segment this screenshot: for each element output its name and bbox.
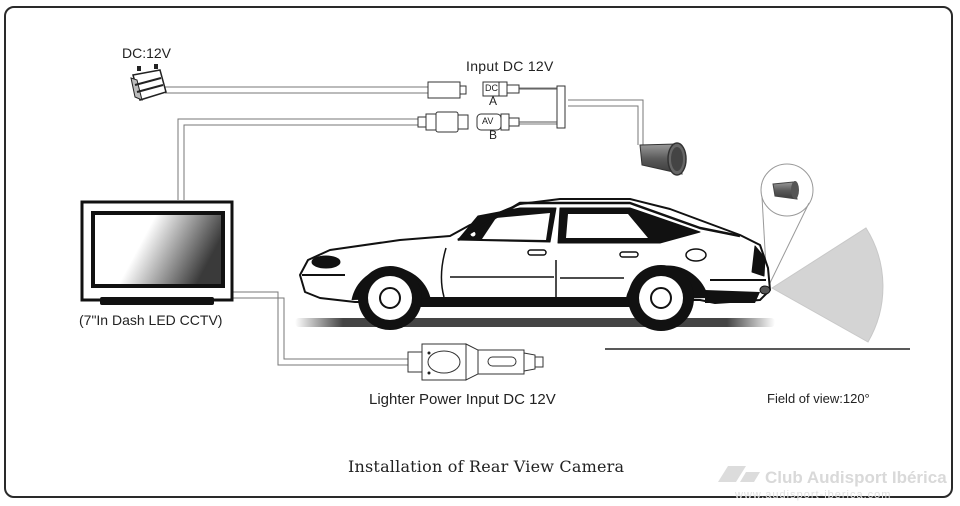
field-of-view-label: Field of view:120° bbox=[767, 391, 870, 406]
camera-icon bbox=[639, 142, 687, 176]
rear-wheel bbox=[628, 265, 694, 331]
lighter-label: Lighter Power Input DC 12V bbox=[369, 391, 556, 408]
watermark-name: Club Audisport Ibérica bbox=[765, 468, 947, 487]
input-dc-label: Input DC 12V bbox=[466, 58, 554, 74]
av-plug-icon bbox=[417, 111, 469, 133]
monitor-label: (7"In Dash LED CCTV) bbox=[79, 312, 223, 328]
battery-label: DC:12V bbox=[122, 45, 172, 61]
cigarette-lighter-plug-icon bbox=[407, 343, 544, 381]
connector-a-tag: DC bbox=[485, 83, 498, 93]
connector-b bbox=[476, 113, 520, 131]
dc-plug-icon bbox=[427, 81, 467, 99]
diagram-title: Installation of Rear View Camera bbox=[348, 457, 625, 476]
wire-battery-to-dc bbox=[165, 86, 428, 94]
watermark-logo-icon bbox=[718, 466, 760, 482]
wire-connectors-to-camera bbox=[518, 87, 644, 145]
connector-a-label: A bbox=[489, 94, 498, 108]
camera-callout bbox=[760, 163, 814, 286]
connector-b-tag: AV bbox=[482, 116, 494, 126]
monitor-icon bbox=[80, 200, 234, 305]
junction-block bbox=[556, 85, 566, 129]
watermark-url: www.audisport-iberica.com bbox=[735, 489, 892, 501]
front-wheel bbox=[358, 266, 422, 330]
diagram-frame bbox=[4, 6, 953, 498]
wire-monitor-to-lighter bbox=[233, 291, 414, 366]
battery-icon bbox=[130, 64, 167, 101]
wire-monitor-to-av bbox=[177, 118, 418, 200]
connector-b-label: B bbox=[489, 128, 498, 142]
field-of-view-cone bbox=[771, 227, 884, 343]
